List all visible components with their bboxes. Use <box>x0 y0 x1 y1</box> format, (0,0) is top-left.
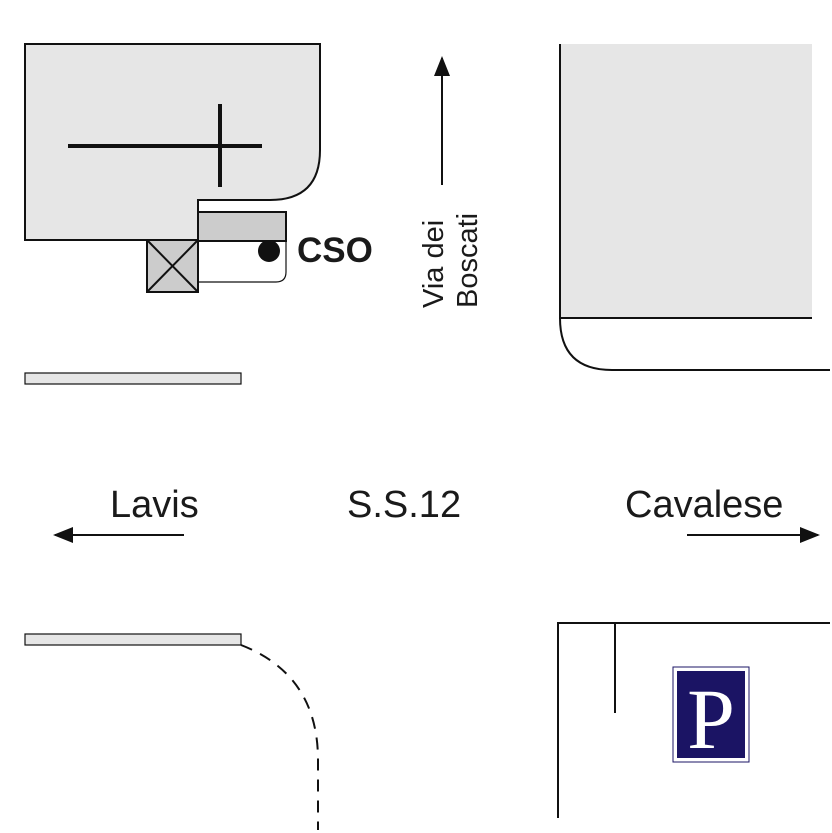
direction-label-west: Lavis <box>110 484 199 526</box>
street-label-line2: Boscati <box>452 213 484 308</box>
cso-label: CSO <box>297 231 373 270</box>
direction-label-east: Cavalese <box>625 484 783 526</box>
cso-chamber-cross-b <box>146 239 199 293</box>
cso-point-marker <box>258 240 280 262</box>
curb-northeast <box>559 317 830 371</box>
cso-pipe-outline <box>198 241 287 283</box>
curb-southwest-dashed <box>240 644 319 830</box>
street-label-line1: Via dei <box>418 220 450 308</box>
road-label: S.S.12 <box>347 484 461 526</box>
parking-sign-letter: P <box>687 671 735 767</box>
cso-structure <box>197 211 287 242</box>
parking-sign <box>677 671 745 758</box>
building-northeast <box>560 44 812 318</box>
sidewalk-strip-north <box>24 372 242 385</box>
building-northwest <box>24 43 321 241</box>
parking-area-outline <box>557 622 830 818</box>
sidewalk-strip-south <box>24 633 242 646</box>
